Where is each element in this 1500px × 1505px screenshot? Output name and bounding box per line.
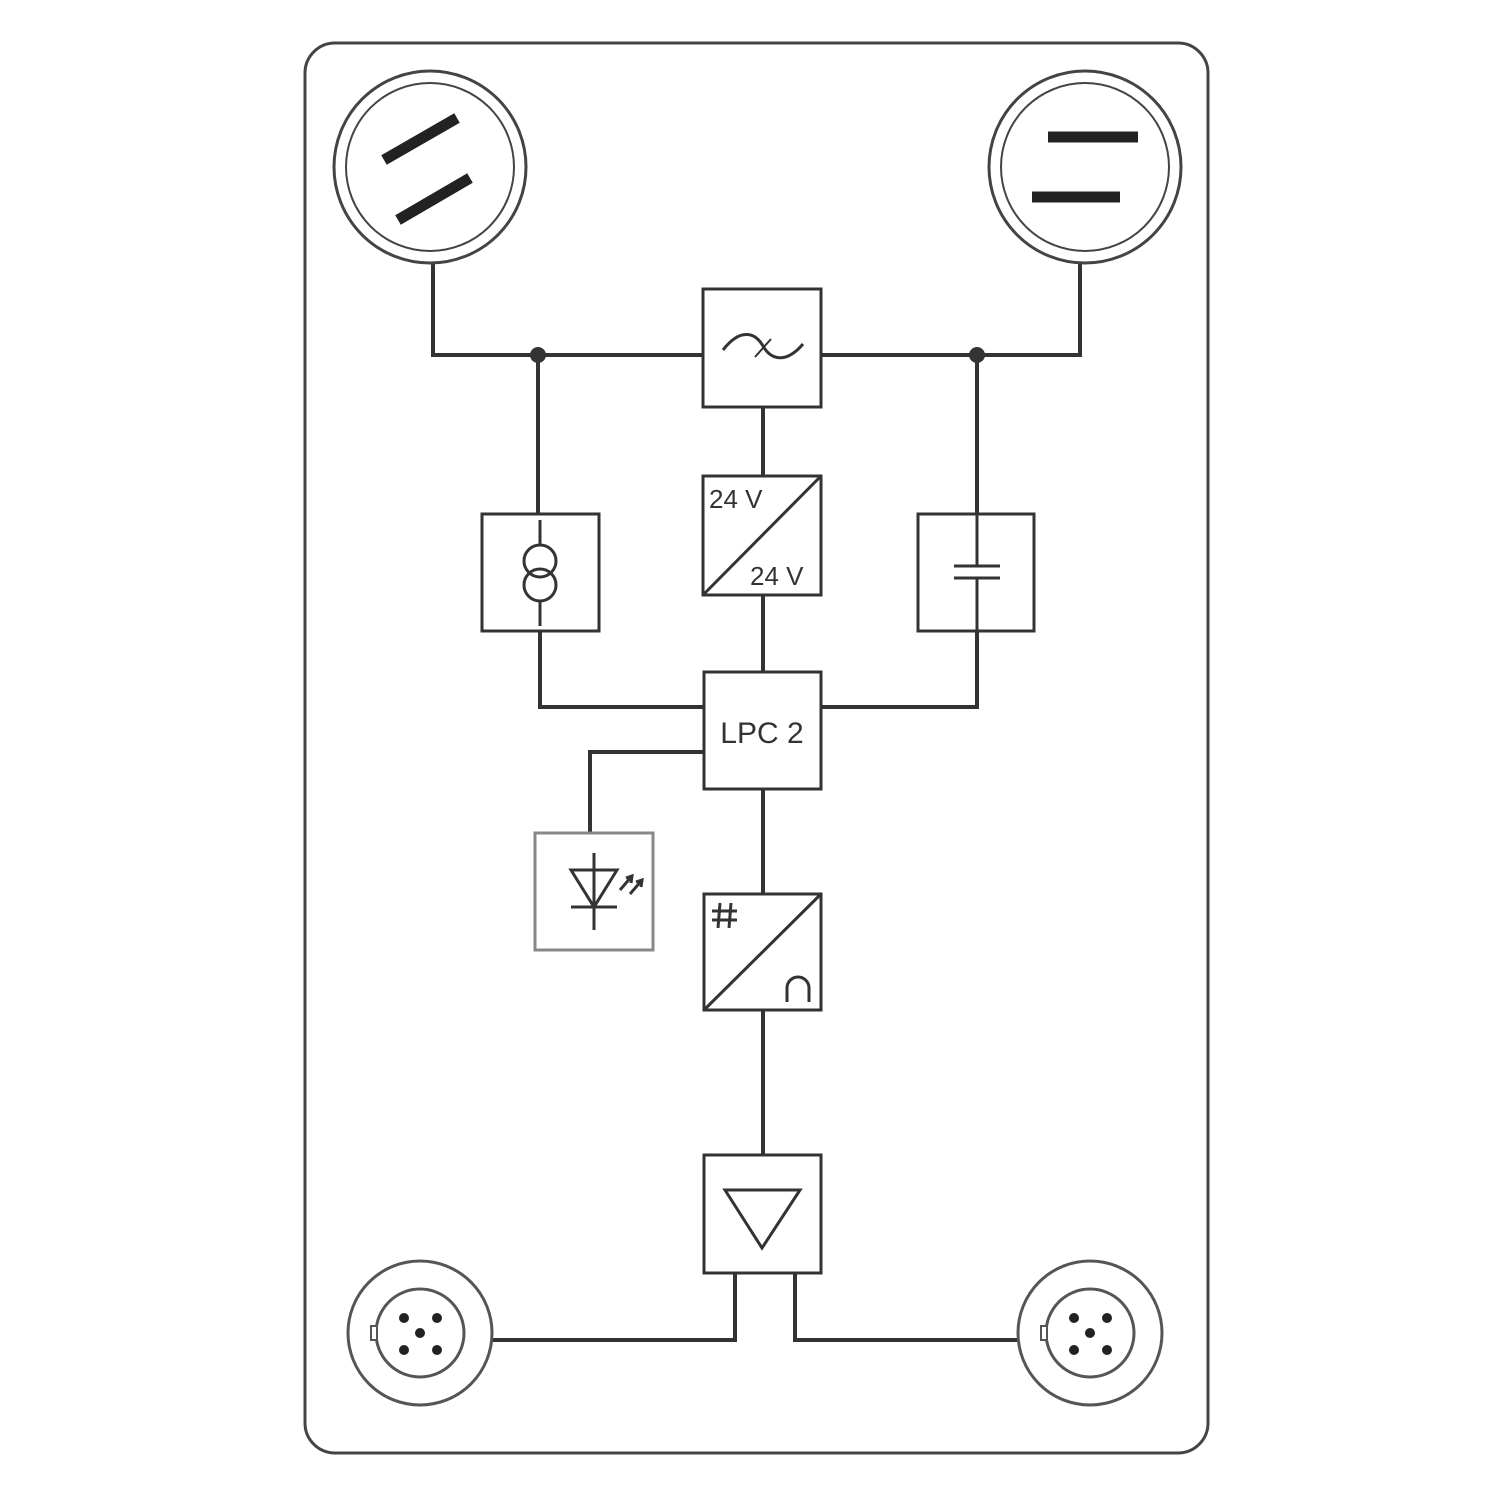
converter-input-label: 24 V: [709, 484, 763, 514]
m12-socket-icon: [1069, 1313, 1112, 1355]
capacitor-icon: [954, 514, 1000, 630]
lpc-controller-block: LPC 2: [702, 670, 823, 791]
bottom-left-socket: [346, 1259, 494, 1407]
triangle-amplifier-icon: [722, 1188, 803, 1251]
converter-output-label: 24 V: [750, 561, 804, 591]
wire-amp-right-socket: [793, 1273, 1018, 1342]
power-connector-horizontal-icon: [1032, 131, 1138, 203]
top-left-connector: [332, 69, 528, 265]
junction-dot-left: [530, 347, 546, 363]
top-right-connector: [987, 69, 1183, 265]
top-left-connector-inner: [345, 82, 515, 252]
digital-analog-diagonal: [702, 892, 823, 1012]
digital-analog-converter-block: [702, 892, 823, 1012]
top-right-connector-outer: [987, 69, 1183, 265]
current-source-block: [480, 512, 601, 633]
current-source-icon: [522, 520, 558, 626]
wire-amp-left-socket: [490, 1273, 737, 1342]
amplifier-block: [702, 1153, 823, 1275]
tilde-filter-slash: [754, 338, 772, 358]
wire-lpc-led: [588, 750, 705, 833]
amplifier-box: [702, 1153, 823, 1275]
device-housing: [303, 41, 1210, 1455]
top-left-connector-outer: [332, 69, 528, 265]
tilde-filter-icon: [721, 333, 805, 360]
wire-capacitor-lpc: [820, 630, 979, 709]
dc-converter-block: 24 V 24 V: [701, 474, 823, 597]
m12-socket-icon: [399, 1313, 442, 1355]
junction-dot-right: [969, 347, 985, 363]
wire-current-source-lpc: [538, 630, 705, 709]
capacitor-block: [916, 512, 1036, 633]
wire-left-supply: [431, 262, 703, 357]
digital-analog-icon: [712, 902, 811, 1002]
bottom-left-socket-key: [370, 1325, 378, 1341]
bottom-right-socket: [1016, 1259, 1164, 1407]
wire-right-supply: [820, 262, 1082, 357]
filter-block: [701, 287, 823, 409]
lpc-controller-box: [702, 670, 823, 791]
lpc-controller-label: LPC 2: [720, 717, 803, 750]
bottom-right-socket-key: [1040, 1325, 1048, 1341]
power-connector-diagonal-icon: [381, 113, 473, 225]
top-right-connector-inner: [1000, 82, 1170, 252]
status-led-block: [533, 831, 655, 952]
led-icon: [568, 853, 644, 930]
wiring: [431, 262, 1082, 1342]
dc-converter-diagonal: [701, 474, 823, 597]
